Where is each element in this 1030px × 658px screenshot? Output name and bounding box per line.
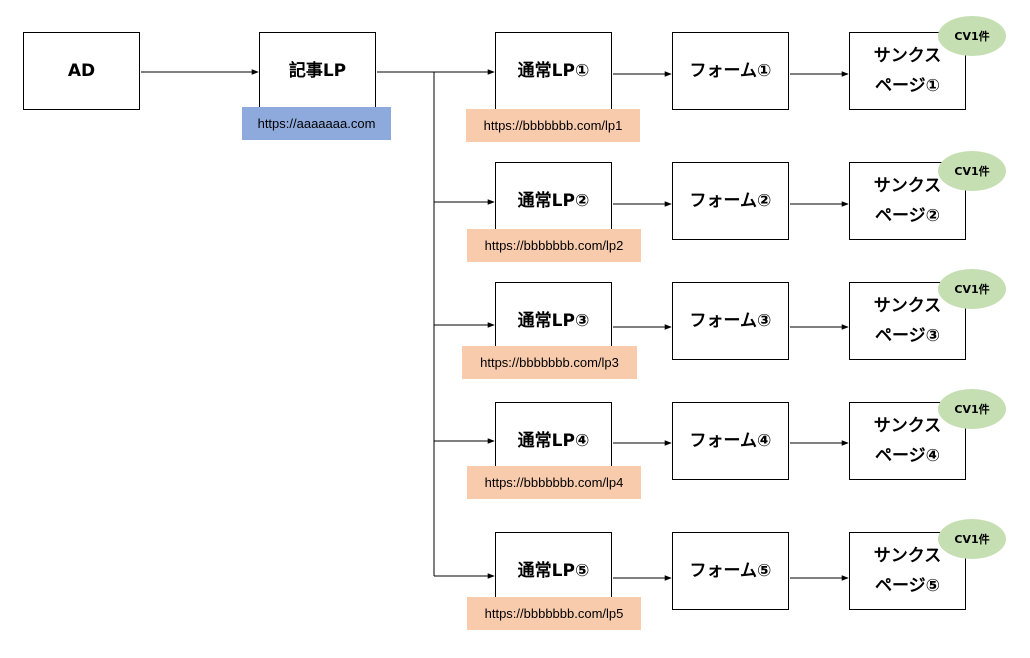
lp-label: 通常LP① [517,61,590,81]
form-box: フォーム① [672,32,789,110]
lp-url-label: https://bbbbbbb.com/lp3 [462,346,637,379]
lp-url-label: https://bbbbbbb.com/lp2 [467,229,641,262]
form-box: フォーム② [672,162,789,240]
article-lp-label: 記事LP [288,61,347,81]
cv-badge: CV1件 [938,519,1006,559]
lp-label: 通常LP④ [517,431,590,451]
lp-url-label: https://bbbbbbb.com/lp4 [467,466,641,499]
thanks-label-line1: サンクス [873,46,942,66]
ad-box: AD [23,32,140,110]
lp-url-label: https://bbbbbbb.com/lp5 [467,597,641,630]
thanks-label-line2: ページ⑤ [874,576,941,596]
lp-label: 通常LP② [517,191,590,211]
thanks-label-line1: サンクス [873,176,942,196]
thanks-label-line1: サンクス [873,546,942,566]
thanks-label-line1: サンクス [873,416,942,436]
article-lp-box: 記事LP [259,32,376,110]
thanks-label-line2: ページ① [874,76,941,96]
form-box: フォーム⑤ [672,532,789,610]
form-box: フォーム③ [672,282,789,360]
thanks-label-line2: ページ③ [874,326,941,346]
form-label: フォーム④ [689,431,772,451]
cv-badge: CV1件 [938,389,1006,429]
cv-badge: CV1件 [938,151,1006,191]
form-label: フォーム① [689,61,772,81]
ad-label: AD [67,61,96,81]
thanks-page-box: サンクスページ② [849,162,966,240]
thanks-label-line1: サンクス [873,296,942,316]
form-label: フォーム② [689,191,772,211]
form-box: フォーム④ [672,402,789,480]
thanks-label-line2: ページ④ [874,446,941,466]
cv-badge: CV1件 [938,16,1006,56]
lp-url-label: https://bbbbbbb.com/lp1 [466,109,640,142]
lp-label: 通常LP③ [517,311,590,331]
article-url-label: https://aaaaaaa.com [242,107,391,140]
form-label: フォーム⑤ [689,561,772,581]
lp-box: 通常LP② [495,162,612,240]
lp-box: 通常LP① [495,32,612,110]
cv-badge: CV1件 [938,269,1006,309]
lp-label: 通常LP⑤ [517,561,590,581]
form-label: フォーム③ [689,311,772,331]
thanks-label-line2: ページ② [874,206,941,226]
